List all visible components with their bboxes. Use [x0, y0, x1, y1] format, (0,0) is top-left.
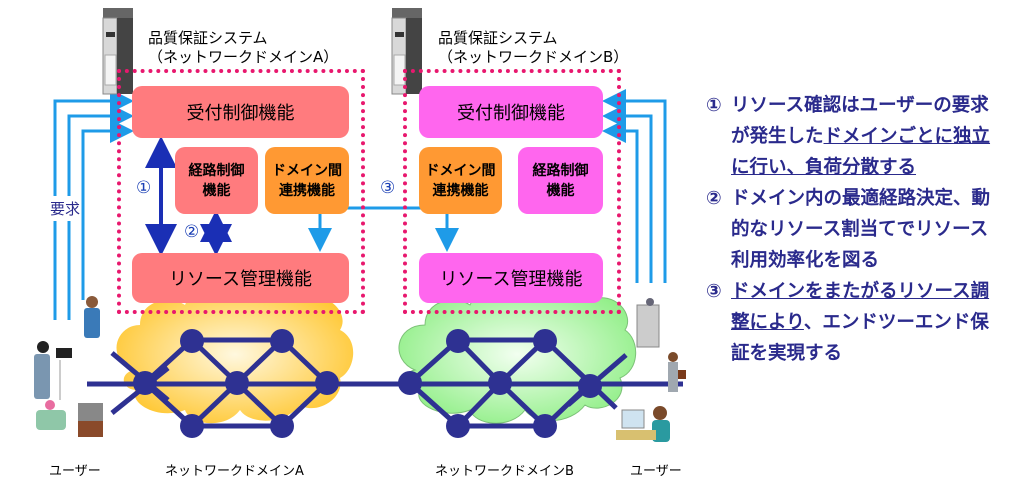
user-icon-laptop-man — [34, 341, 72, 400]
domain-b-frame — [403, 69, 621, 314]
user-icon-operator — [616, 406, 670, 442]
label: 受付制御機能 — [186, 103, 295, 124]
note-2-text: ドメイン内の最適経路決定、動的なリソース割当てでリソース利用効率化を図る — [731, 188, 991, 271]
label-line2: 連携機能 — [432, 182, 489, 199]
domain-a-reception-control[interactable]: 受付制御機能 — [132, 86, 349, 138]
note-3-body: ドメインをまたがるリソース調整により、エンドツーエンド保証を実現する — [731, 276, 1006, 369]
label-line1: ドメイン間 — [272, 162, 342, 179]
request-arrows-left — [53, 89, 134, 320]
network-cloud-a — [116, 285, 354, 424]
request-label: 要求 — [50, 196, 81, 221]
label-line1: 経路制御 — [532, 162, 589, 179]
note-1-body: リソース確認はユーザーの要求が発生したドメインごとに独立に行い、負荷分散する — [731, 90, 1006, 183]
domain-b-routing-control[interactable]: 経路制御 機能 — [518, 147, 603, 214]
node — [225, 371, 249, 395]
note-1: ① リソース確認はユーザーの要求が発生したドメインごとに独立に行い、負荷分散する — [706, 90, 1006, 183]
domain-b-resource-management[interactable]: リソース管理機能 — [419, 253, 603, 303]
note-3-text: 、エンドツーエンド保証を実現する — [731, 312, 989, 364]
label-line2: 機能 — [546, 182, 575, 199]
note-1-underlined: ドメインごとに独立に行い、負荷分散する — [731, 126, 991, 178]
system-a-title-line2: （ネットワークドメインA） — [148, 48, 339, 66]
system-a-title: 品質保証システム （ネットワークドメインA） — [148, 29, 338, 67]
label: 受付制御機能 — [457, 103, 565, 124]
user-icon-walking-man — [668, 352, 686, 392]
user-label-right: ユーザー — [630, 464, 682, 479]
network-a-label: ネットワークドメインA — [165, 464, 304, 479]
marker-three: ③ — [380, 178, 396, 198]
note-3-underlined: ドメインをまたがるリソース調整により — [731, 281, 990, 333]
label-line1: 経路制御 — [188, 162, 245, 179]
domain-a-routing-control[interactable]: 経路制御 機能 — [175, 147, 258, 214]
network-nodes — [133, 329, 602, 438]
node — [446, 329, 470, 353]
label-line2: 連携機能 — [279, 182, 335, 199]
node — [446, 414, 470, 438]
node — [180, 414, 204, 438]
user-icon-building — [636, 298, 660, 348]
system-a-title-line1: 品質保証システム — [148, 29, 268, 47]
label-line1: ドメイン間 — [425, 162, 496, 179]
node — [270, 414, 294, 438]
note-2-body: ドメイン内の最適経路決定、動的なリソース割当てでリソース利用効率化を図る — [731, 183, 1006, 276]
domain-b-reception-control[interactable]: 受付制御機能 — [419, 86, 603, 138]
domain-b-interdomain-coordination[interactable]: ドメイン間 連携機能 — [419, 147, 502, 214]
node — [533, 414, 557, 438]
note-3: ③ ドメインをまたがるリソース調整により、エンドツーエンド保証を実現する — [706, 276, 1006, 369]
node — [398, 371, 422, 395]
marker-two: ② — [184, 222, 200, 242]
label: リソース管理機能 — [439, 269, 583, 290]
node — [315, 371, 339, 395]
label: リソース管理機能 — [168, 269, 313, 290]
domain-a-interdomain-coordination[interactable]: ドメイン間 連携機能 — [265, 147, 349, 214]
network-b-label: ネットワークドメインB — [435, 464, 574, 479]
note-1-number: ① — [706, 95, 722, 116]
note-1-text: リソース確認はユーザーの要求が発生した — [731, 95, 989, 147]
label-line2: 機能 — [202, 182, 231, 199]
user-label-left: ユーザー — [49, 464, 101, 479]
marker-one: ① — [136, 178, 152, 198]
system-b-title-line2: （ネットワークドメインB） — [438, 48, 629, 66]
node — [488, 371, 512, 395]
server-icon-b — [391, 8, 422, 95]
domain-a-frame — [117, 69, 365, 314]
node — [578, 374, 602, 398]
note-2: ② ドメイン内の最適経路決定、動的なリソース割当てでリソース利用効率化を図る — [706, 183, 1006, 276]
node — [180, 329, 204, 353]
system-b-title: 品質保証システム （ネットワークドメインB） — [438, 29, 628, 67]
node — [533, 329, 557, 353]
system-b-title-line1: 品質保証システム — [438, 29, 558, 47]
node — [270, 329, 294, 353]
domain-a-resource-management[interactable]: リソース管理機能 — [132, 253, 349, 303]
node — [133, 371, 157, 395]
user-icon-mobile-woman — [84, 296, 100, 338]
note-2-number: ② — [706, 188, 722, 209]
note-3-number: ③ — [706, 281, 722, 302]
user-icon-family-tv — [36, 400, 103, 437]
server-icon-a — [102, 8, 133, 95]
